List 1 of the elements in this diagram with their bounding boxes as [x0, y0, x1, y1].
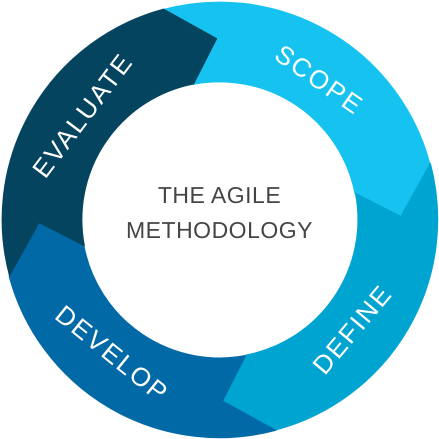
diagram-title: THE AGILE METHODOLOGY	[126, 180, 314, 244]
